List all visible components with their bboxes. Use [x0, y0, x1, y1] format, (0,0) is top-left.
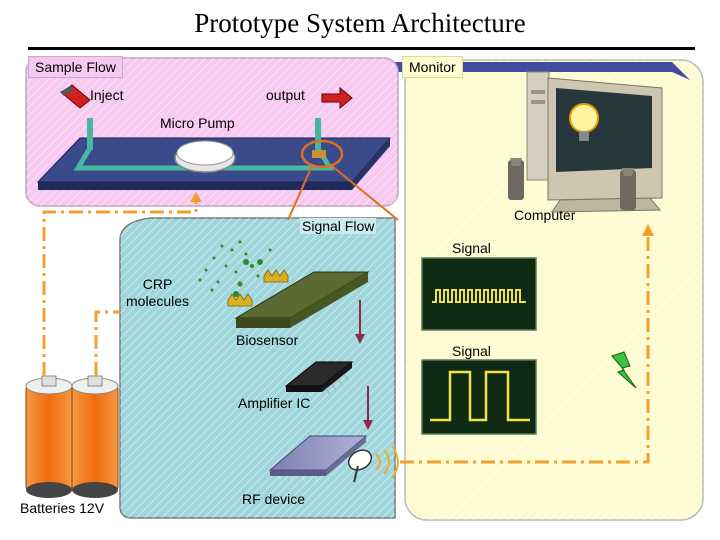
- crp-molecules-label: CRP molecules: [126, 276, 190, 309]
- signal-flow-label: Signal Flow: [300, 218, 377, 234]
- sensor-spot: [287, 139, 399, 221]
- micro-pump: [174, 140, 236, 173]
- title-rule: [28, 47, 695, 50]
- computer-label: Computer: [514, 207, 576, 223]
- connection-lines: [42, 200, 650, 464]
- battery-icon: [25, 375, 119, 498]
- biosensor-label: Biosensor: [236, 332, 299, 348]
- signal-top-label: Signal: [452, 240, 491, 256]
- amplifier-ic-label: Amplifier IC: [238, 395, 311, 411]
- signal-scope-top: [421, 257, 537, 331]
- computer-icon: [508, 71, 663, 213]
- inject-arrow-icon: [60, 84, 91, 109]
- wireless-signal-icon: [611, 351, 637, 389]
- inject-label: Inject: [90, 87, 124, 103]
- biosensor-icon: [234, 271, 370, 328]
- crp-molecules-icon: [198, 240, 272, 297]
- arrow-up-icon: [642, 224, 654, 236]
- sample-flow-label: Sample Flow: [28, 56, 123, 78]
- output-label: output: [266, 87, 305, 103]
- antibody-icons: [227, 269, 289, 307]
- rf-device-label: RF device: [242, 491, 306, 507]
- flow-arrow-down-1: [355, 300, 365, 344]
- signal-scope-bottom: [421, 359, 537, 435]
- flow-arrow-down-2: [363, 386, 373, 430]
- output-arrow-icon: [321, 86, 353, 110]
- rf-device-icon: [268, 435, 368, 482]
- monitor-label: Monitor: [402, 56, 463, 78]
- signal-bottom-label: Signal: [452, 343, 491, 359]
- micro-pump-label: Micro Pump: [160, 115, 235, 131]
- antenna-dish-icon: [347, 445, 399, 483]
- batteries-label: Batteries 12V: [20, 500, 105, 516]
- arrow-up-icon-2: [190, 192, 202, 202]
- page-title: Prototype System Architecture: [194, 8, 526, 38]
- amplifier-ic-icon: [284, 361, 354, 395]
